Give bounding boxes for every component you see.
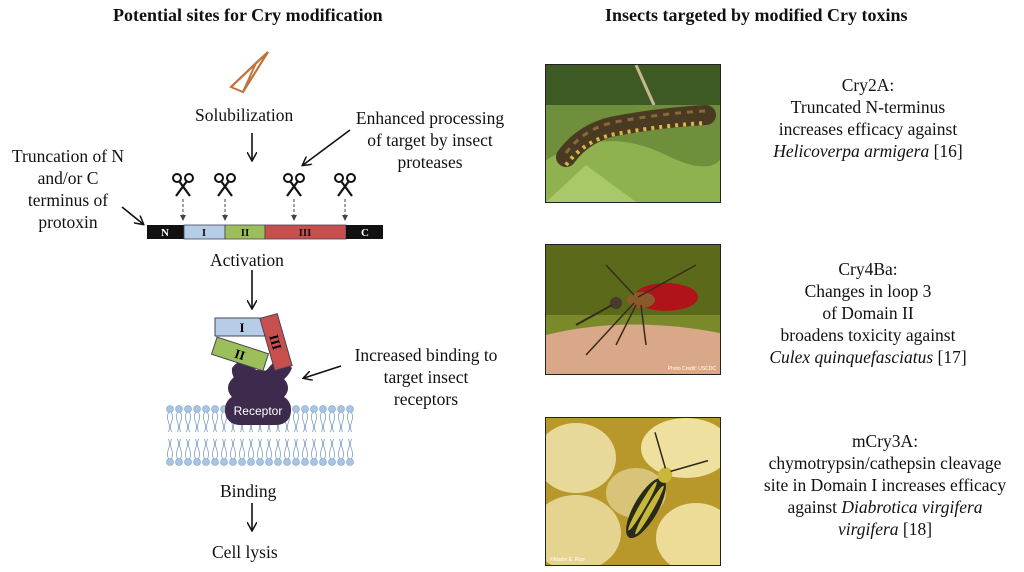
caption-species-line-2: virgifera [18] [745,518,1024,540]
caption-line: site in Domain I increases efficacy [763,475,1007,495]
caption-line: against [787,497,838,517]
reference: [17] [937,347,967,367]
lipid-pair [310,405,318,466]
photo-beetle: ©Marlin E. Rice [545,417,721,566]
lipid-pair [346,405,354,466]
species-name-2: virgifera [837,519,899,539]
annotation-line: Truncation of N [11,146,125,166]
cry-modification-diagram: N I II III C Receptor I II III [121,51,383,572]
lipid-pair [211,405,219,466]
left-heading: Potential sites for Cry modification [113,5,383,25]
caption-cry4ba: Cry4Ba: Changes in loop 3 of Domain II b… [738,258,998,368]
caption-line: Truncated N-terminus [790,97,946,117]
scissors-icon [283,173,305,197]
annotation-line: Enhanced processing [355,108,505,128]
annotation-line: target insect [383,367,469,387]
lipid-pair [202,405,210,466]
toxin-d1-label: I [239,320,244,335]
caption-line: of Domain II [822,303,914,323]
arrow-processing [303,129,351,165]
caption-line: increases efficacy against [778,119,958,139]
lipid-pair [166,405,174,466]
n-label: N [161,227,169,239]
toxin-domain-3 [259,312,293,372]
step-solubilization: Solubilization [195,105,294,125]
lipid-pair [184,405,192,466]
annotation-line: of target by insect [367,130,493,150]
crystal-icon [229,51,269,94]
caption-species-line: Helicoverpa armigera [16] [738,140,998,162]
caption-title: mCry3A: [851,431,919,451]
annotation-line: terminus of [27,190,109,210]
lipid-pair [175,405,183,466]
photo-caterpillar [545,64,721,203]
annotation-line: Increased binding to [354,345,498,365]
reference: [18] [902,519,933,539]
caption-species-line: against Diabrotica virgifera [745,496,1024,518]
step-activation: Activation [210,250,284,270]
scissors-icon [172,173,194,197]
species-name: Helicoverpa armigera [773,141,930,161]
d3-label: III [299,227,312,239]
lipid-pair [328,405,336,466]
protoxin-bar: N I II III C [147,224,383,240]
caption-line: broadens toxicity against [780,325,956,345]
caption-title: Cry2A: [841,75,895,95]
activated-toxin: I II III [210,312,293,372]
lipid-pair [301,405,309,466]
d2-label: II [241,227,250,239]
caption-title: Cry4Ba: [838,259,898,279]
d1-label: I [202,227,206,239]
lipid-pair [193,405,201,466]
photo-credit: ©Marlin E. Rice [550,557,585,563]
arrow-receptor-binding [304,365,342,378]
lipid-pair [337,405,345,466]
lipid-pair [319,405,327,466]
reference: [16] [933,141,963,161]
toxin-domain-2 [210,336,270,372]
toxin-d2-label: II [233,346,247,363]
annotation-processing: Enhanced processing of target by insect … [345,107,515,173]
c-label: C [361,227,369,239]
step-cell-lysis: Cell lysis [212,542,278,562]
annotation-binding: Increased binding to target insect recep… [342,344,510,410]
annotation-truncation: Truncation of N and/or C terminus of pro… [3,145,133,233]
caption-line: Changes in loop 3 [804,281,932,301]
c-terminus [346,225,383,239]
photo-credit: Photo Credit: USCDC [667,366,716,372]
annotation-line: and/or C [37,168,99,188]
step-binding: Binding [220,481,277,501]
caption-line: chymotrypsin/cathepsin cleavage [768,453,1002,473]
scissors-icon [334,173,356,197]
arrow-truncation [121,206,143,224]
caption-cry2a: Cry2A: Truncated N-terminus increases ef… [738,74,998,162]
receptor-icon: Receptor [225,360,292,425]
caption-species-line: Culex quinquefasciatus [17] [738,346,998,368]
receptor-label: Receptor [234,404,283,418]
right-heading: Insects targeted by modified Cry toxins [605,5,908,25]
annotation-line: receptors [393,389,459,409]
annotation-line: proteases [397,152,463,172]
species-name: Culex quinquefasciatus [769,347,934,367]
scissors-icon [214,173,236,197]
toxin-d3-label: III [266,333,285,352]
photo-mosquito: Photo Credit: USCDC [545,244,721,375]
annotation-line: protoxin [38,212,98,232]
n-terminus [147,225,184,239]
species-name: Diabrotica virgifera [841,497,983,517]
lipid-pair [292,405,300,466]
caption-mcry3a: mCry3A: chymotrypsin/cathepsin cleavage … [745,430,1024,540]
